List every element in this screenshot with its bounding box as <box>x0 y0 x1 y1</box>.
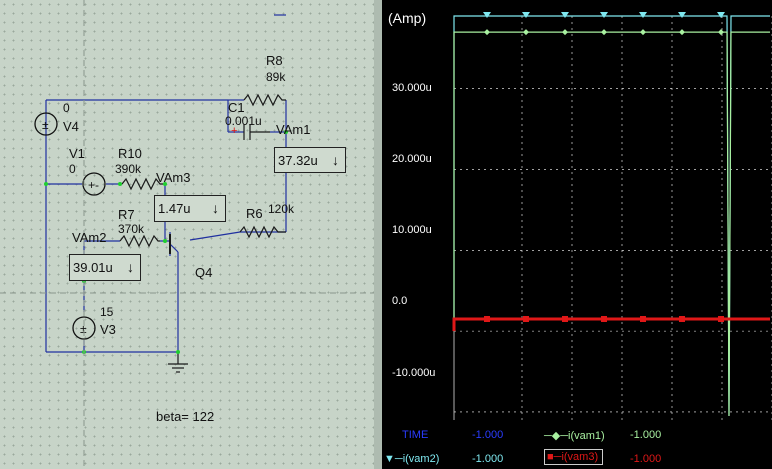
legend-vam3[interactable]: ■─i(vam3) <box>544 449 604 465</box>
legend-vam3-value: -1.000 <box>630 453 662 465</box>
data-point <box>523 29 529 36</box>
r7-value: 370k <box>118 222 145 236</box>
r8-value: 89k <box>266 70 286 84</box>
data-point <box>679 29 685 36</box>
data-point <box>484 29 490 36</box>
v4-name[interactable]: V4 <box>63 119 79 134</box>
vam3-name[interactable]: VAm3 <box>156 170 191 185</box>
svg-text:+-: +- <box>88 178 99 192</box>
svg-text:±: ± <box>42 118 49 132</box>
vam3-reading: 1.47u <box>158 201 191 216</box>
r10-value: 390k <box>115 162 142 176</box>
v4-value: 0 <box>63 101 70 115</box>
vam1-meter[interactable]: 37.32u ↓ <box>274 147 346 173</box>
legend-vam2-value: -1.000 <box>472 453 504 465</box>
y-tick-label: 10.000u <box>392 224 432 236</box>
legend-time-label: TIME <box>402 429 429 441</box>
data-point <box>640 29 646 36</box>
y-tick-label: -10.000u <box>392 367 436 379</box>
v1-value: 0 <box>69 162 76 176</box>
data-point <box>600 12 608 18</box>
v3-name[interactable]: V3 <box>100 322 116 337</box>
c1-name[interactable]: C1 <box>228 100 245 115</box>
data-point <box>640 316 646 322</box>
data-point <box>523 316 529 322</box>
waveform-plot[interactable]: (Amp) 30.000u 20.000u 10.000u 0.0 -10.00… <box>382 0 772 469</box>
legend-vam2[interactable]: ▼─i(vam2) <box>384 453 440 465</box>
data-point <box>601 29 607 36</box>
data-point <box>562 29 568 36</box>
data-point <box>679 316 685 322</box>
y-tick-label: 30.000u <box>392 82 432 94</box>
data-point <box>678 12 686 18</box>
arrow-down-icon: ↓ <box>127 259 134 275</box>
r7-name[interactable]: R7 <box>118 207 135 222</box>
vam2-reading: 39.01u <box>73 260 113 275</box>
r8-name[interactable]: R8 <box>266 53 283 68</box>
vam2-meter[interactable]: 39.01u ↓ <box>69 254 141 281</box>
y-unit-label: (Amp) <box>388 10 427 26</box>
schematic-wires: ± +- ± + <box>0 0 374 469</box>
schematic-canvas[interactable]: ± +- ± + 0 V4 V1 0 R10 390k R8 89k C1 0.… <box>0 0 374 469</box>
beta-text: beta= 122 <box>156 409 215 424</box>
arrow-down-icon: ↓ <box>212 200 219 216</box>
vam1-name[interactable]: VAm1 <box>276 122 311 137</box>
vam3-meter[interactable]: 1.47u ↓ <box>154 195 226 222</box>
c1-value: 0.001u <box>225 114 262 128</box>
series-line-2 <box>453 31 770 416</box>
vam1-reading: 37.32u <box>278 153 318 168</box>
series-line-3 <box>452 317 770 332</box>
pane-splitter[interactable] <box>374 0 382 469</box>
vam2-name[interactable]: VAm2 <box>72 230 107 245</box>
data-point <box>561 12 569 18</box>
legend-vam1-value: -1.000 <box>630 429 662 441</box>
svg-text:±: ± <box>80 322 87 336</box>
data-point <box>639 12 647 18</box>
svg-text:+: + <box>231 125 237 137</box>
series-line-1 <box>453 15 770 416</box>
data-point <box>717 12 725 18</box>
legend-vam2-label: i(vam2) <box>402 453 440 465</box>
arrow-down-icon: ↓ <box>332 152 339 168</box>
data-point <box>718 316 724 322</box>
data-point <box>601 316 607 322</box>
legend-vam3-label: i(vam3) <box>561 451 599 463</box>
plot-area[interactable] <box>382 0 772 469</box>
r10-name[interactable]: R10 <box>118 146 142 161</box>
legend-vam1[interactable]: ─◆─i(vam1) <box>544 430 605 442</box>
data-point <box>483 12 491 18</box>
data-point <box>562 316 568 322</box>
r6-name[interactable]: R6 <box>246 206 263 221</box>
y-tick-label: 0.0 <box>392 295 408 307</box>
v3-value: 15 <box>100 305 114 319</box>
data-point <box>718 29 724 36</box>
r6-value: 120k <box>268 202 295 216</box>
y-tick-label: 20.000u <box>392 153 432 165</box>
data-point <box>522 12 530 18</box>
v1-name[interactable]: V1 <box>69 146 85 161</box>
legend-time-value: -1.000 <box>472 429 504 441</box>
legend-vam1-label: i(vam1) <box>568 430 605 442</box>
q4-name[interactable]: Q4 <box>195 265 213 280</box>
data-point <box>484 316 490 322</box>
